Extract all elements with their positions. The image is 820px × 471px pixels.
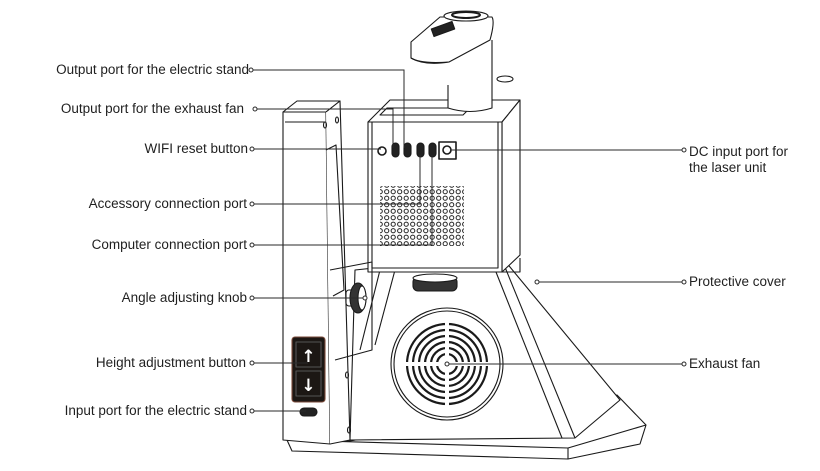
laser-unit-body: [367, 99, 521, 273]
height-down-icon[interactable]: ↓: [301, 376, 315, 396]
leader-accessory: [254, 155, 421, 205]
height-adjustment-panel: [291, 336, 326, 403]
label-dc-input-line1: DC input port for: [689, 144, 789, 159]
label-output-port-exhaust-fan: Output port for the exhaust fan: [60, 101, 244, 116]
label-computer-connection-port: Computer connection port: [91, 237, 247, 252]
focus-knob: [412, 273, 458, 292]
label-output-port-electric-stand: Output port for the electric stand: [56, 62, 249, 77]
label-protective-cover: Protective cover: [689, 274, 786, 289]
label-input-port-electric-stand: Input port for the electric stand: [64, 403, 247, 418]
label-accessory-connection-port: Accessory connection port: [88, 196, 247, 211]
label-height-adjustment-button: Height adjustment button: [95, 355, 246, 370]
label-exhaust-fan: Exhaust fan: [689, 356, 761, 371]
label-wifi-reset-button: WIFI reset button: [144, 141, 248, 156]
leader-output-fan: [257, 108, 394, 148]
label-dc-input-line2: the laser unit: [689, 160, 767, 175]
leader-computer: [254, 155, 433, 246]
input-port-stand: [299, 407, 318, 417]
leader-output-stand: [253, 69, 405, 148]
laser-ports: [377, 141, 457, 160]
height-up-icon[interactable]: ↑: [301, 347, 315, 367]
laser-head: [410, 10, 514, 113]
label-angle-adjusting-knob: Angle adjusting knob: [121, 290, 247, 305]
label-dc-input-port: DC input port for the laser unit: [689, 144, 788, 176]
